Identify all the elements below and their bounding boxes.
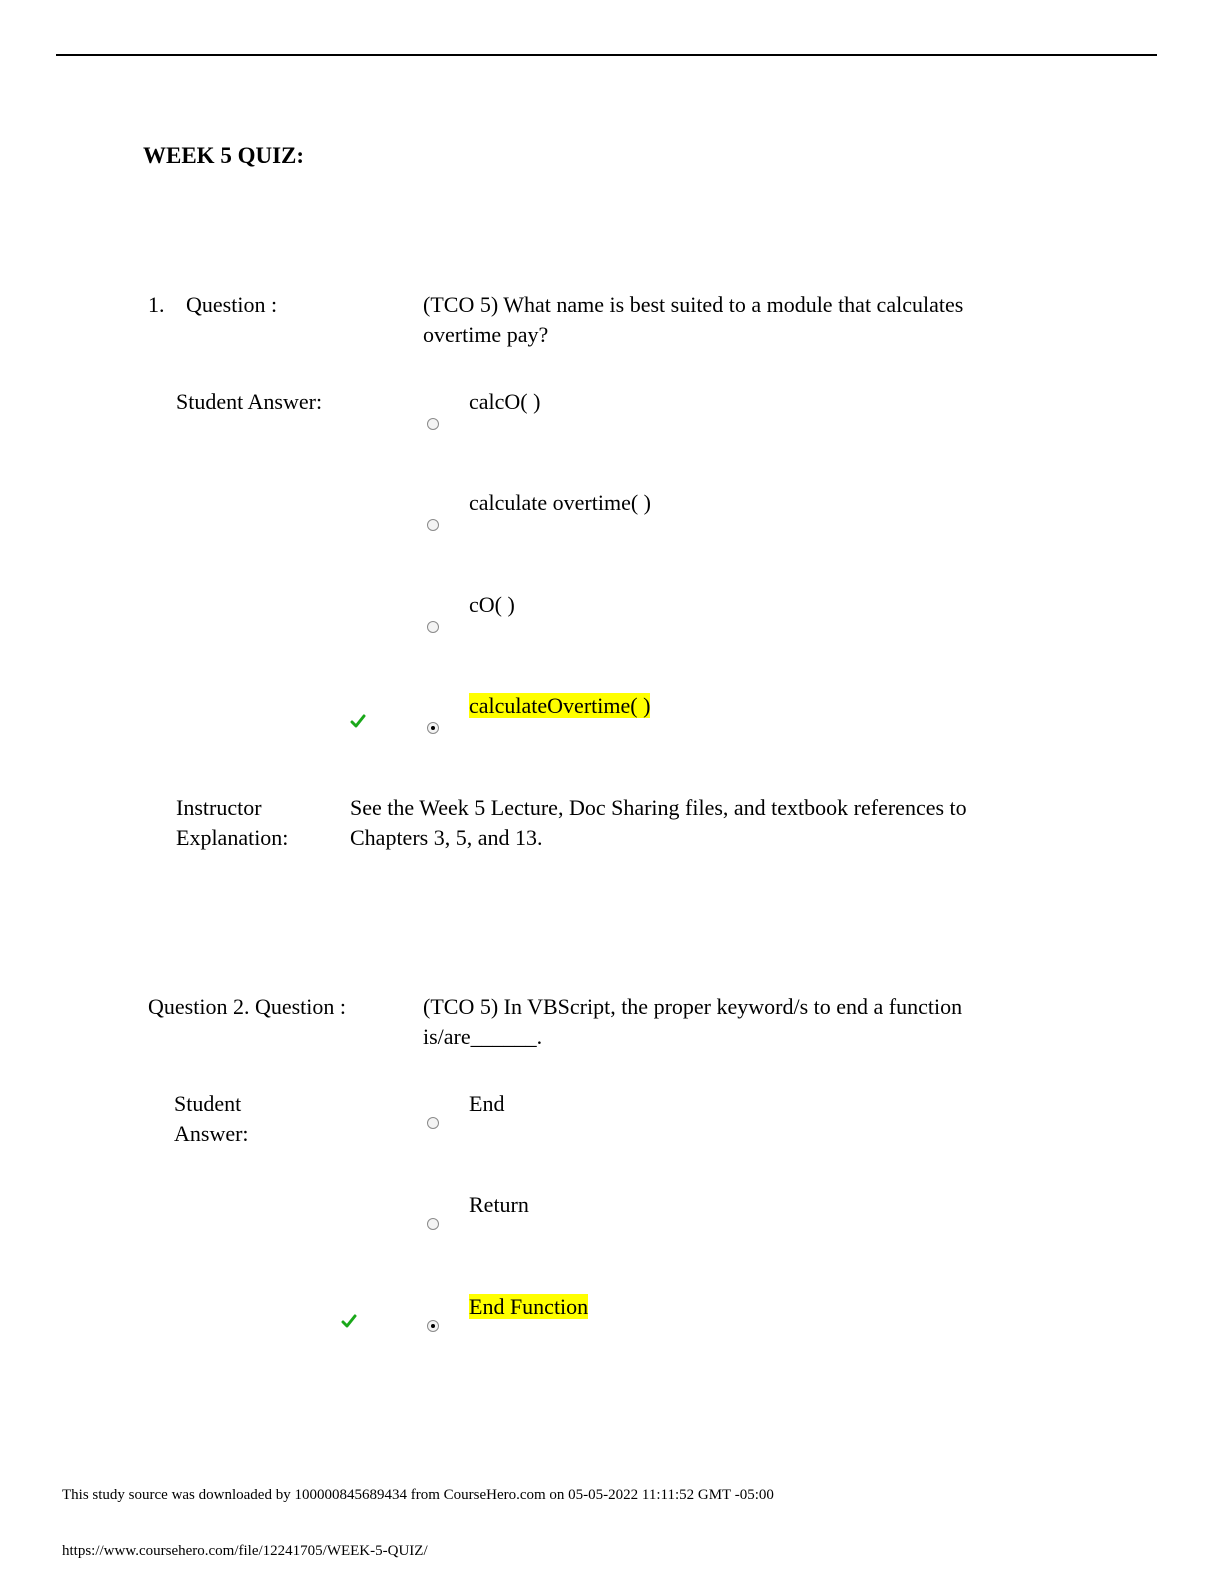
q1-question-label: Question : [186, 292, 278, 317]
q1-option-1-label: calcO( ) [469, 389, 541, 414]
q2-option-2-label: Return [469, 1192, 529, 1217]
q2-question-text: (TCO 5) In VBScript, the proper keyword/… [423, 994, 963, 1049]
student-answer-label-line2: Answer: [174, 1121, 249, 1146]
footer-source-note: This study source was downloaded by 1000… [62, 1487, 774, 1503]
q2-student-answer-label: Student Answer: [174, 1089, 249, 1149]
q2-option-1-label: End [469, 1091, 505, 1116]
q1-option-4-radio[interactable] [427, 722, 439, 734]
q2-option-2-radio[interactable] [427, 1218, 439, 1230]
q2-option-3-radio[interactable] [427, 1320, 439, 1332]
correct-answer-highlight: End Function [469, 1294, 589, 1319]
q1-student-answer-label: Student Answer: [176, 389, 323, 414]
student-answer-label-line1: Student [174, 1091, 242, 1116]
q2-option-1-radio[interactable] [427, 1117, 439, 1129]
q1-option-2-label: calculate overtime( ) [469, 490, 652, 515]
q1-option-1-radio[interactable] [427, 418, 439, 430]
check-icon [350, 714, 366, 728]
q2-question-label: Question 2. Question : [148, 994, 346, 1019]
q1-option-3-radio[interactable] [427, 621, 439, 633]
q1-explanation-label: Instructor Explanation: [176, 793, 288, 853]
page-title: WEEK 5 QUIZ: [143, 143, 305, 168]
q1-question-text: (TCO 5) What name is best suited to a mo… [423, 292, 964, 347]
check-icon [341, 1314, 357, 1328]
q1-explanation-text: See the Week 5 Lecture, Doc Sharing file… [350, 795, 967, 850]
q1-option-3-label: cO( ) [469, 592, 515, 617]
q1-option-4-label: calculateOvertime( ) [469, 691, 651, 721]
explanation-label-line1: Instructor [176, 795, 262, 820]
q1-option-2-radio[interactable] [427, 519, 439, 531]
footer-url[interactable]: https://www.coursehero.com/file/12241705… [62, 1543, 428, 1559]
top-rule [56, 54, 1157, 56]
explanation-label-line2: Explanation: [176, 825, 289, 850]
q1-number: 1. [148, 292, 165, 317]
correct-answer-highlight: calculateOvertime( ) [469, 693, 651, 718]
q2-option-3-label: End Function [469, 1292, 589, 1322]
